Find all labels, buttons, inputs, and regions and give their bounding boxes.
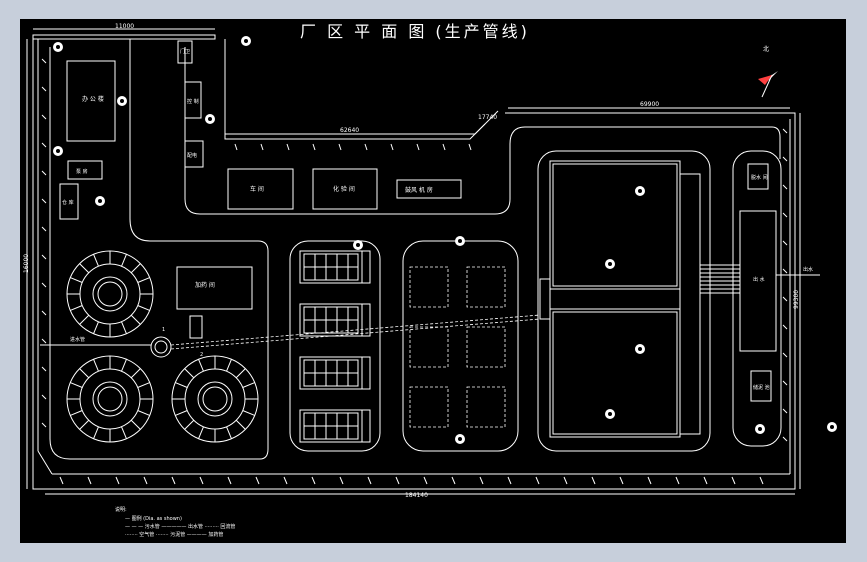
office-building-label: 办 公 楼: [82, 95, 104, 103]
bio-tank[interactable]: [299, 356, 371, 390]
tree-icon: [53, 42, 63, 52]
distribution-well[interactable]: [150, 336, 172, 358]
blower-room[interactable]: [396, 179, 462, 199]
dim-left: 16000: [23, 254, 30, 273]
legend-line-2: — — — 污水管 ————— 出水管 ········· 回流管: [125, 523, 235, 530]
pump-house-label: 泵 房: [76, 168, 88, 175]
dewatering-house[interactable]: [747, 163, 769, 190]
dim-top-right: 69900: [640, 101, 659, 108]
gatehouse[interactable]: [177, 40, 193, 64]
dim-mid: 62640: [340, 127, 359, 134]
dim-diag: 17740: [478, 114, 497, 121]
filter-bed[interactable]: [409, 326, 449, 368]
tree-icon: [635, 344, 645, 354]
filter-bed[interactable]: [466, 266, 506, 308]
filter-bed[interactable]: [466, 386, 506, 428]
dim-top-left: 11000: [115, 23, 134, 30]
tree-icon: [117, 96, 127, 106]
drawing-canvas[interactable]: 厂 区 平 面 图 (生产管线) 11000 62640 17740 69900…: [20, 19, 846, 543]
bio-tank[interactable]: [299, 409, 371, 443]
tree-icon: [635, 186, 645, 196]
outfall-label: 出 水: [753, 276, 765, 283]
tree-icon: [95, 196, 105, 206]
tree-icon: [755, 424, 765, 434]
dosing-house-label: 加药 间: [195, 281, 215, 289]
tree-icon: [605, 259, 615, 269]
legend-line-3: ········ 空气管 ········ 污泥管 ———— 加药管: [125, 531, 223, 538]
inlet-label: 进水管: [70, 336, 85, 343]
node-1-label: 1: [162, 327, 165, 333]
storehouse-label: 仓 库: [62, 199, 74, 206]
bio-tank[interactable]: [299, 250, 371, 284]
tree-icon: [827, 422, 837, 432]
dim-bottom: 184140: [405, 492, 428, 499]
sed-tank-south[interactable]: [549, 308, 681, 438]
site-plan-drawing: 厂 区 平 面 图 (生产管线) 11000 62640 17740 69900…: [23, 22, 837, 538]
tree-icon: [455, 434, 465, 444]
sed-tank-north[interactable]: [549, 160, 681, 290]
tree-icon: [53, 146, 63, 156]
tree-icon: [205, 114, 215, 124]
bio-tank[interactable]: [299, 303, 371, 337]
blower-room-label: 鼓风 机 房: [405, 186, 433, 194]
control-building[interactable]: [184, 81, 202, 119]
filter-zone: [402, 240, 519, 452]
right-zone: [732, 150, 782, 447]
lab[interactable]: [312, 168, 378, 210]
tree-icon: [605, 409, 615, 419]
node-2-label: 2: [200, 352, 203, 358]
dewatering-label: 脱水 间: [751, 174, 768, 181]
sludge-label: 储泥 池: [753, 384, 770, 391]
control-label: 控 制: [187, 98, 199, 105]
sludge-tank[interactable]: [750, 370, 772, 402]
dosing-house[interactable]: [176, 266, 253, 310]
tree-icon: [241, 36, 251, 46]
outlet-label: 出水: [803, 266, 813, 273]
power-room[interactable]: [184, 140, 204, 168]
road-left: [49, 39, 269, 460]
sedimentation-zone: [537, 150, 711, 452]
storehouse[interactable]: [59, 183, 79, 220]
power-room-label: 配电: [187, 152, 197, 159]
north-arrow-icon: 北: [758, 45, 778, 98]
legend-header: 说明:: [115, 506, 127, 513]
tree-icon: [455, 236, 465, 246]
gatehouse-label: 门卫: [180, 48, 190, 55]
filter-bed[interactable]: [409, 386, 449, 428]
legend: 说明: — 图例 (Dia. as shown) — — — 污水管 —————…: [115, 506, 235, 538]
tree-icon: [353, 240, 363, 250]
dim-right: 99300: [793, 290, 800, 309]
legend-line-1: — 图例 (Dia. as shown): [125, 515, 182, 522]
aeration-zone: [289, 240, 381, 452]
drawing-title: 厂 区 平 面 图 (生产管线): [300, 22, 530, 41]
pump-house[interactable]: [67, 160, 103, 180]
filter-bed[interactable]: [409, 266, 449, 308]
north-label: 北: [763, 45, 769, 53]
filter-bed[interactable]: [466, 326, 506, 368]
workshop[interactable]: [227, 168, 294, 210]
lab-label: 化 验 间: [333, 185, 355, 193]
office-building[interactable]: [66, 60, 116, 142]
workshop-label: 车 间: [250, 185, 264, 193]
